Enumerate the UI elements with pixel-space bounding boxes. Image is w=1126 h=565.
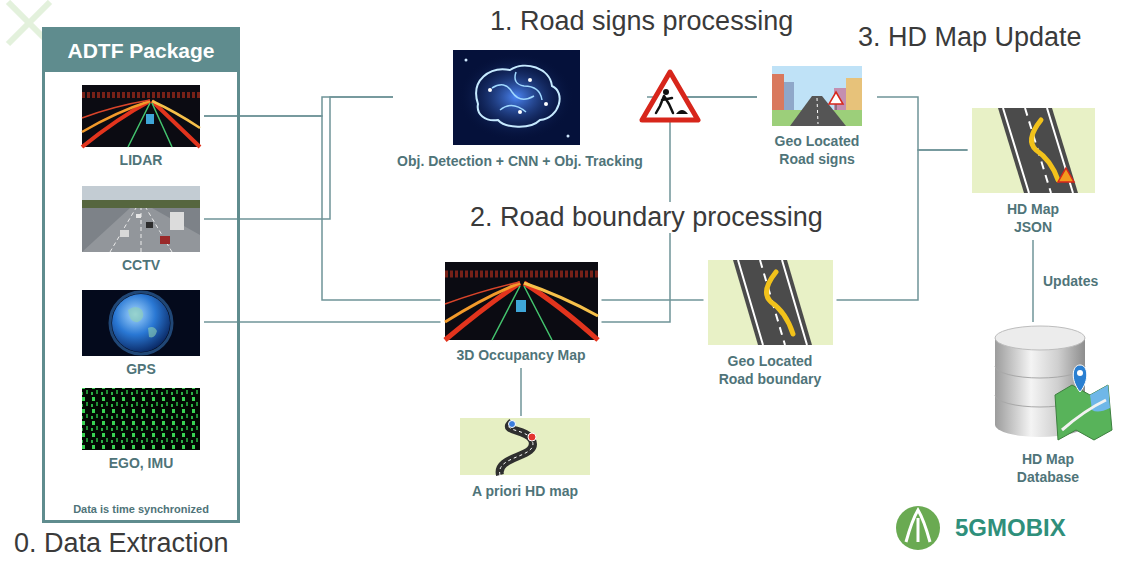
imu-image [82,388,200,450]
connector [204,97,393,116]
stage-heading: 0. Data Extraction [11,528,232,559]
sensor-tile: EGO, IMU [78,388,204,476]
stage-heading: 1. Road signs processing [487,6,796,37]
panel-heading: ADTF Package [45,30,237,72]
hd-map-json-image [972,108,1095,193]
node-caption: A priori HD map [472,482,578,500]
panel-note: Data is time synchronized [45,503,237,515]
process-node: Obj. Detection + CNN + Obj. Tracking [393,48,647,174]
neural-network-image [453,50,580,145]
connector-label: Updates [1041,272,1100,290]
stage-heading: 2. Road boundary processing [467,202,826,233]
output-node: Geo Located Road boundary [704,258,837,392]
node-caption: EGO, IMU [109,454,174,472]
node-caption: 3D Occupancy Map [456,346,585,364]
node-caption: Geo Located Road signs [761,132,873,168]
node-caption: HD Map JSON [998,200,1068,236]
connector [602,299,704,301]
node-caption: GPS [126,360,156,378]
connector [520,368,522,416]
lidar-image [82,85,200,147]
brand-name: 5GMOBIX [952,513,1069,543]
roadwork-sign [642,72,698,120]
output-node: Geo Located Road signs [757,64,877,172]
package-panel: LIDAR CCTV GPS EGO, IMU ADTF PackageData is … [42,27,240,523]
node-caption: LIDAR [120,151,163,169]
node-caption: Geo Located Road boundary [714,352,826,388]
connector [877,97,968,150]
gps-image [82,290,200,356]
database-node: HD Map Database [982,322,1114,490]
cctv-image [82,186,200,252]
node-caption: HD Map Database [1008,450,1088,486]
sensor-tile: GPS [78,290,204,382]
sensor-tile: LIDAR [78,85,204,173]
sensor-tile: CCTV [78,186,204,278]
input-map-node: A priori HD map [456,416,594,504]
database-icon [995,326,1112,440]
road-boundary-image [708,260,833,345]
occupancy-map-image [445,262,598,340]
process-node: 3D Occupancy Map [441,260,602,368]
stage-heading: 3. HD Map Update [855,22,1085,53]
connector [1032,240,1034,322]
map-json-node: HD Map JSON [968,106,1099,240]
node-caption: CCTV [122,256,160,274]
prior-map-image [460,418,590,475]
geo-sign-image [772,66,862,126]
node-caption: Obj. Detection + CNN + Obj. Tracking [397,152,643,170]
connector [837,150,968,300]
brand-logo [896,506,940,550]
